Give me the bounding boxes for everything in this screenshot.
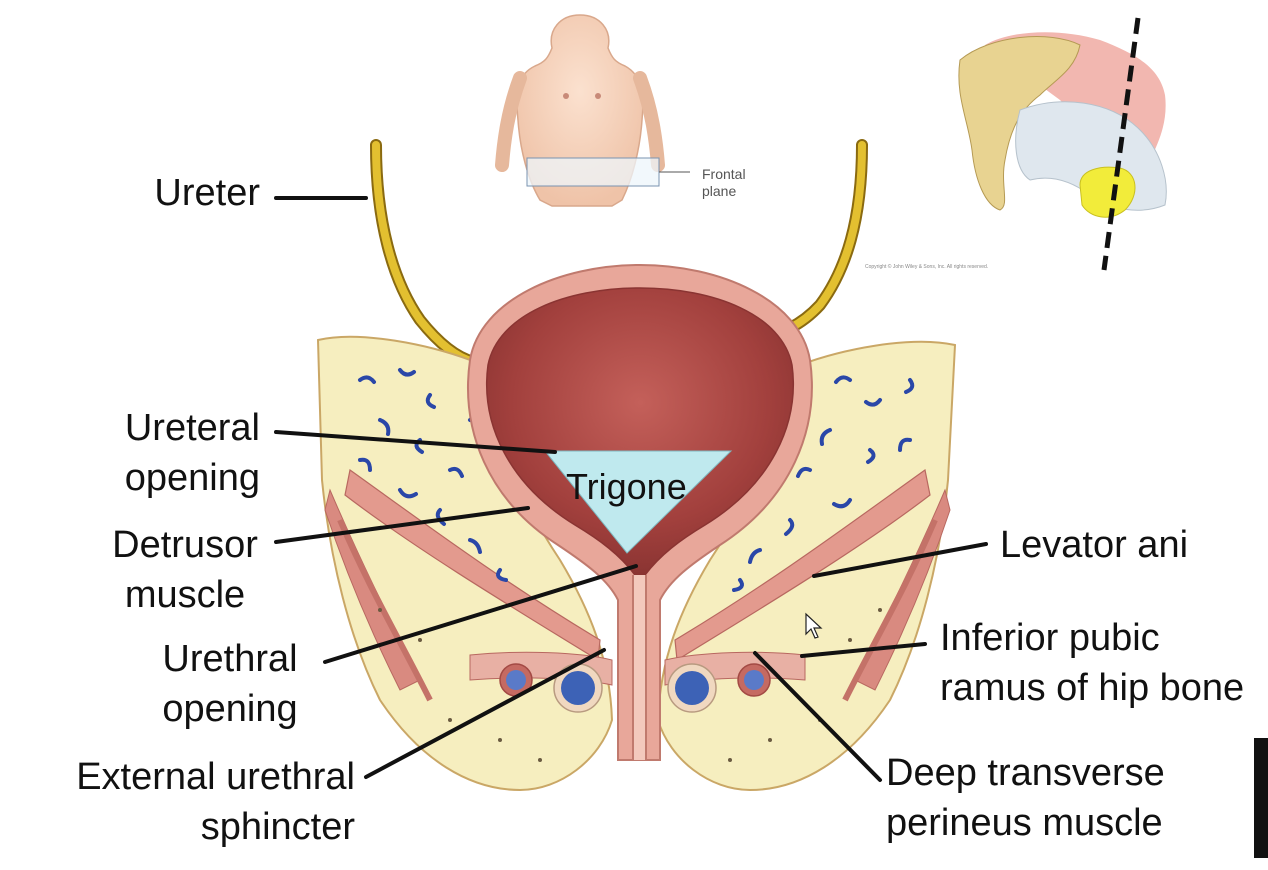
label-external-urethral-sphincter-line1: External urethral [20,752,355,802]
label-urethral-opening-line2: opening [120,684,340,734]
label-inferior-pubic-ramus-line1: Inferior pubic [940,613,1268,663]
label-inferior-pubic-ramus-line2: ramus of hip bone [940,663,1268,713]
label-detrusor-muscle: Detrusor muscle [70,520,300,620]
copyright-text: Copyright © John Wiley & Sons, Inc. All … [865,264,988,270]
label-external-urethral-sphincter-line2: sphincter [20,802,355,852]
label-deep-transverse-perineus-line2: perineus muscle [886,798,1165,848]
label-ureteral-opening: Ureteral opening [40,403,260,503]
label-ureter: Ureter [100,168,260,218]
label-urethral-opening-line1: Urethral [120,634,340,684]
label-deep-transverse-perineus: Deep transverse perineus muscle [886,748,1165,848]
frontal-plane-label: Frontal plane [702,166,746,200]
frontal-plane-label-line1: Frontal [702,166,746,183]
label-urethral-opening: Urethral opening [120,634,340,734]
label-levator-ani: Levator ani [1000,520,1188,570]
label-levator-ani-text: Levator ani [1000,520,1188,570]
label-deep-transverse-perineus-line1: Deep transverse [886,748,1165,798]
label-detrusor-muscle-line1: Detrusor [70,520,300,570]
label-ureteral-opening-line2: opening [40,453,260,503]
frontal-plane-body-figure [502,15,690,206]
label-ureter-text: Ureter [100,168,260,218]
trigone-label: Trigone [566,466,687,508]
label-external-urethral-sphincter: External urethral sphincter [20,752,355,852]
pelvis-inset [959,18,1166,270]
corner-logo [1254,738,1268,858]
label-ureteral-opening-line1: Ureteral [40,403,260,453]
label-inferior-pubic-ramus: Inferior pubic ramus of hip bone [940,613,1268,713]
label-detrusor-muscle-line2: muscle [70,570,300,620]
frontal-plane-label-line2: plane [702,183,746,200]
